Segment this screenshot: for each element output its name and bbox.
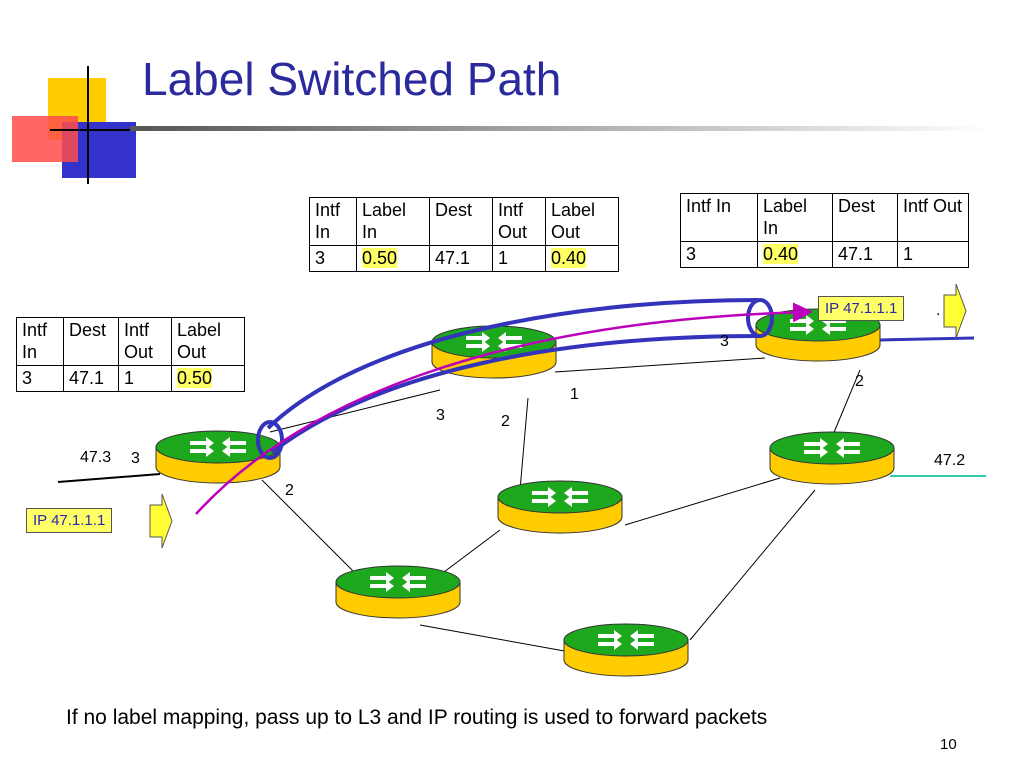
intf-label-r1-out: 2 (285, 482, 294, 499)
table-cell: 47.1 (63, 365, 119, 392)
arrow-icon-ingress (149, 493, 173, 549)
intf-label-r2-mid: 2 (501, 413, 510, 430)
router-icon-lower-left[interactable] (335, 565, 461, 619)
network-right-label: 47.2 (934, 452, 966, 469)
table-header: Intf Out (897, 193, 969, 242)
router-icon-right[interactable] (769, 431, 895, 485)
table-header: Intf In (309, 197, 357, 246)
table-cell: 1 (118, 365, 172, 392)
table-header: Intf Out (118, 317, 172, 366)
link-r2-r4 (519, 397, 529, 491)
table-cell: 1 (897, 241, 969, 268)
label-highlight: 0.40 (551, 248, 587, 268)
label-table-egress: Intf In Label In Dest Intf Out 3 0.40 47… (680, 193, 969, 268)
link-top-network (879, 336, 975, 342)
packet-path (195, 302, 813, 515)
title-underline (130, 126, 990, 131)
arrow-icon-egress (943, 283, 967, 339)
link-r1-r5 (261, 479, 361, 579)
link-r6-r7 (689, 489, 816, 641)
table-cell: 3 (309, 245, 357, 272)
table-cell-label-out: 0.40 (545, 245, 619, 272)
table-cell: 3 (16, 365, 64, 392)
table-header: Dest (832, 193, 898, 242)
table-cell: 3 (680, 241, 758, 268)
link-r1-r2 (269, 389, 441, 433)
label-table-ingress: Intf In Dest Intf Out Label Out 3 47.1 1… (16, 317, 245, 392)
table-header: Intf In (16, 317, 64, 366)
lsp-tunnel (256, 298, 774, 460)
router-icon-bottom[interactable] (563, 623, 689, 677)
lsp-tunnel-lower (270, 334, 761, 454)
lsp-tunnel-entry-ring (256, 420, 284, 460)
intf-label-r2-in: 3 (436, 407, 445, 424)
label-table-core: Intf In Label In Dest Intf Out Label Out… (309, 197, 619, 272)
network-top-label: . (936, 302, 941, 319)
table-header: Label Out (545, 197, 619, 246)
network-links (57, 336, 986, 653)
table-cell-label-in: 0.40 (757, 241, 833, 268)
table-header: Label In (356, 197, 430, 246)
page-number: 10 (940, 736, 957, 753)
table-row: 3 47.1 1 0.50 (16, 365, 245, 392)
deco-red-square (12, 116, 78, 162)
table-header: Label In (757, 193, 833, 242)
table-header-row: Intf In Label In Dest Intf Out (680, 193, 969, 242)
table-header: Intf In (680, 193, 758, 242)
slide-caption: If no label mapping, pass up to L3 and I… (66, 706, 768, 729)
table-cell-label-out: 0.50 (171, 365, 245, 392)
router-icon-middle[interactable] (497, 480, 623, 534)
table-cell: 47.1 (429, 245, 493, 272)
table-header: Intf Out (492, 197, 546, 246)
label-highlight: 0.50 (362, 248, 398, 268)
table-header-row: Intf In Dest Intf Out Label Out (16, 317, 245, 366)
slide-title: Label Switched Path (142, 53, 562, 105)
table-header: Dest (429, 197, 493, 246)
packet-egress: IP 47.1.1.1 (818, 296, 905, 321)
table-cell: 47.1 (832, 241, 898, 268)
link-r3-r7 (829, 369, 861, 443)
link-r5-r6 (419, 624, 571, 653)
link-r2-r3 (554, 357, 766, 373)
title-decoration (12, 66, 990, 184)
intf-label-r1-in: 3 (131, 450, 140, 467)
intf-label-r3-in: 3 (720, 333, 729, 350)
lsp-tunnel-upper (266, 298, 759, 430)
link-r4-r7 (624, 477, 781, 526)
intf-label-r2-out: 1 (570, 386, 579, 403)
packet-ingress: IP 47.1.1.1 (26, 508, 113, 533)
label-highlight: 0.40 (763, 244, 799, 264)
table-cell-label-in: 0.50 (356, 245, 430, 272)
table-cell: 1 (492, 245, 546, 272)
table-row: 3 0.40 47.1 1 (680, 241, 969, 268)
table-header-row: Intf In Label In Dest Intf Out Label Out (309, 197, 619, 246)
lsp-tunnel-exit-ring (746, 298, 774, 338)
link-left-network (57, 473, 161, 483)
table-row: 3 0.50 47.1 1 0.40 (309, 245, 619, 272)
link-r4-r5 (439, 529, 501, 576)
label-highlight: 0.50 (177, 368, 213, 388)
table-header: Dest (63, 317, 119, 366)
network-left-label: 47.3 (80, 449, 112, 466)
table-header: Label Out (171, 317, 245, 366)
intf-label-r3-down: 2 (855, 373, 864, 390)
